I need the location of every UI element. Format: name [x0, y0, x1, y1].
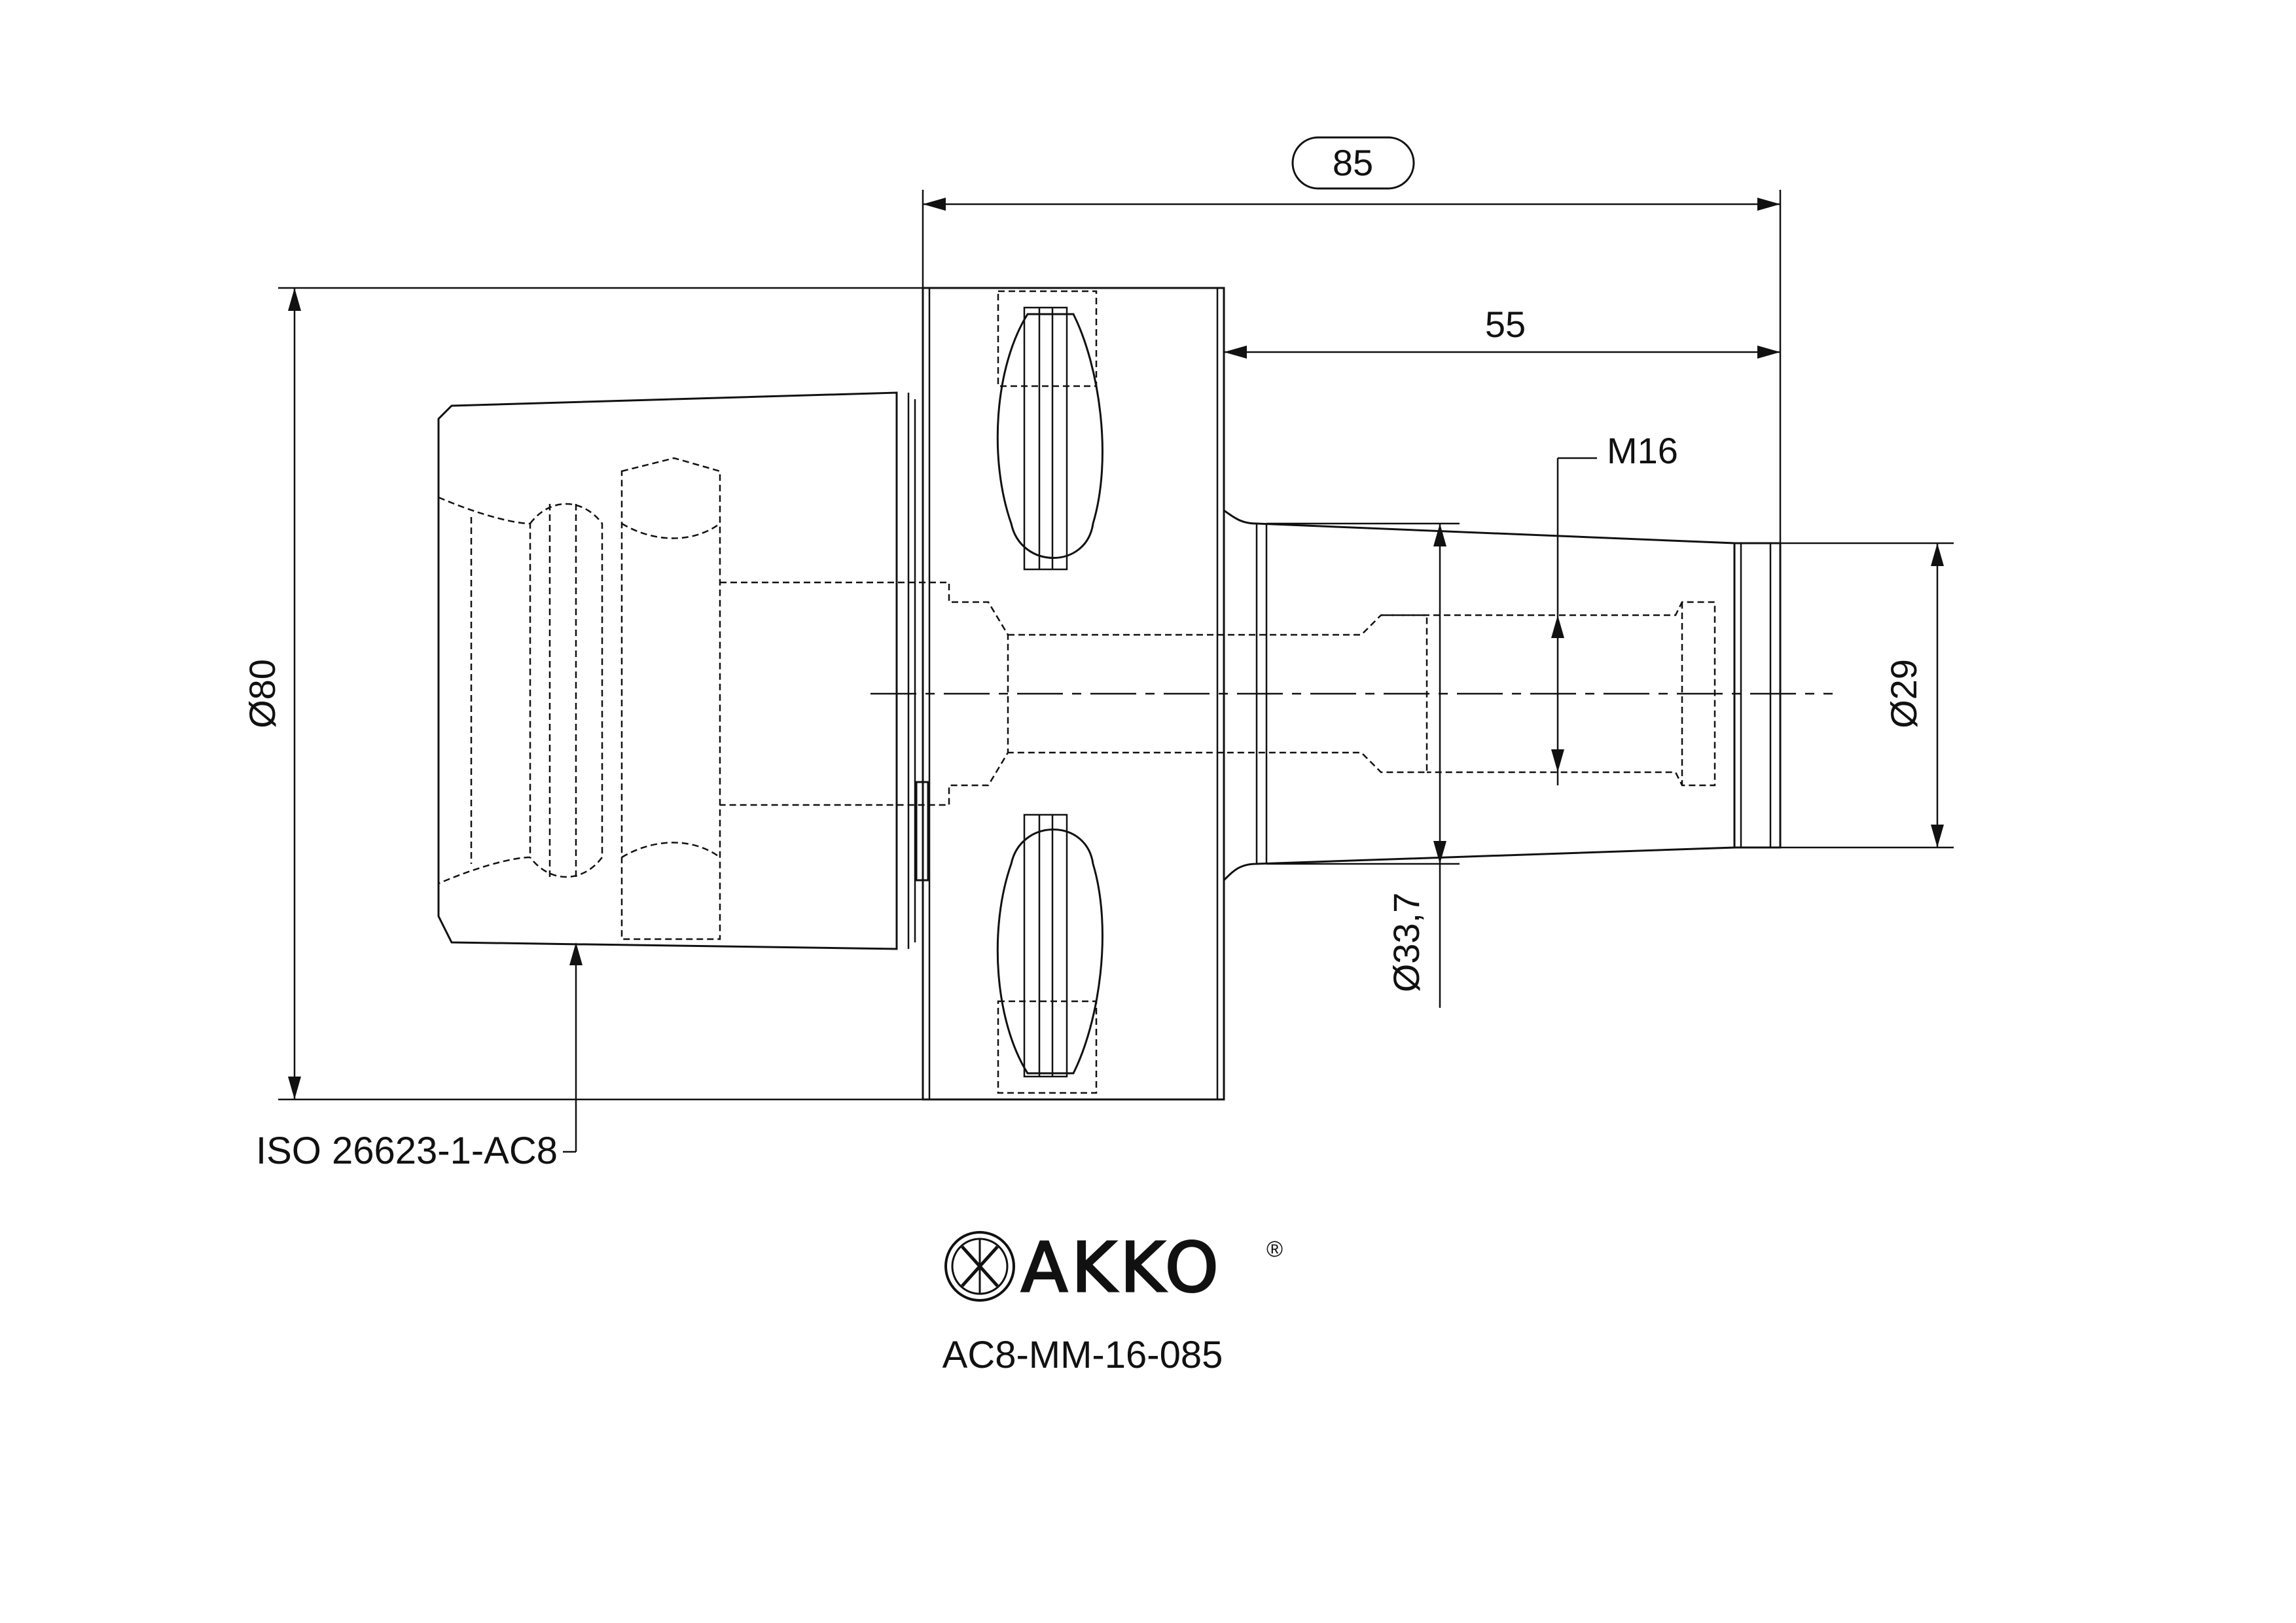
flange-diameter-label: Ø80 [242, 659, 283, 728]
shank-small-diameter-label: Ø29 [1883, 659, 1924, 728]
dimension-bubble [1291, 136, 1415, 190]
dimension-shank-large: Ø33,7 [1266, 522, 1460, 1008]
akko-logo: AKKO ® [944, 1227, 1283, 1309]
dimension-overall-length: 85 [922, 136, 1782, 543]
akko-emblem-icon [944, 1231, 1015, 1302]
dimension-shank-small: Ø29 [1780, 542, 1954, 849]
interface-standard-label: ISO 26623-1-AC8 [256, 1130, 558, 1172]
dimension-flange-diameter: Ø80 [242, 287, 923, 1101]
brand-name: AKKO [1021, 1228, 1223, 1308]
interface-callout: ISO 26623-1-AC8 [256, 942, 583, 1172]
product-code: AC8-MM-16-085 [942, 1334, 1223, 1376]
dimension-shank-length: 55 [1223, 288, 1780, 366]
overall-length-label: 85 [1333, 142, 1373, 183]
registered-mark: ® [1266, 1237, 1283, 1262]
thread-label: M16 [1607, 430, 1678, 471]
hidden-features [438, 290, 1716, 1094]
shank-large-diameter-label: Ø33,7 [1386, 893, 1427, 993]
shank-length-label: 55 [1485, 304, 1526, 345]
dimension-thread: M16 [1551, 430, 1678, 785]
